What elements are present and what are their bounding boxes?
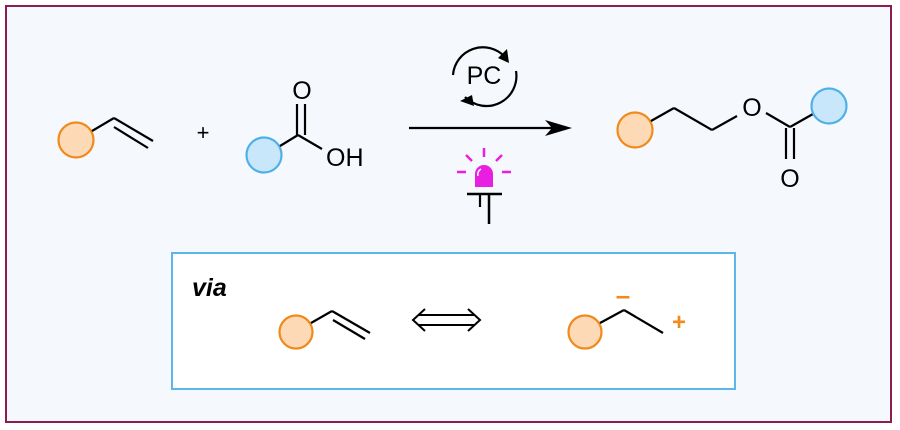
orange-substituent xyxy=(278,314,314,350)
resonance-arrow xyxy=(411,308,482,332)
reactant-carboxylic-acid: O OH xyxy=(245,77,364,174)
blue-substituent xyxy=(245,136,283,174)
double-bond xyxy=(113,126,149,149)
ether-oxygen: O xyxy=(742,94,761,122)
photocatalyst-cycle: PC xyxy=(451,46,518,108)
plus-sign: + xyxy=(197,120,210,145)
arrowhead xyxy=(545,120,572,136)
orange-substituent xyxy=(616,111,654,149)
cycle-arrowhead-top xyxy=(498,49,509,63)
hydroxyl-group: OH xyxy=(326,144,364,172)
bond xyxy=(297,134,323,150)
reactant-alkene xyxy=(57,117,154,159)
bond xyxy=(91,117,115,132)
bond xyxy=(279,134,299,147)
mechanism-inset: via – + xyxy=(171,252,736,390)
led-light-icon xyxy=(457,148,511,224)
carbonyl-oxygen: O xyxy=(780,165,799,193)
carbonyl-oxygen: O xyxy=(292,77,311,105)
blue-substituent xyxy=(810,87,848,125)
orange-substituent xyxy=(567,314,603,350)
negative-charge: – xyxy=(616,280,630,310)
product-ester: O O xyxy=(616,87,848,193)
reaction-arrow xyxy=(409,120,572,136)
cycle-arrowhead-bottom xyxy=(460,95,474,106)
orange-substituent xyxy=(57,121,95,159)
double-bond xyxy=(113,117,154,142)
cycle-arrow-top xyxy=(451,46,506,76)
via-label: via xyxy=(192,274,227,302)
positive-charge: + xyxy=(672,309,686,336)
catalyst-label: PC xyxy=(467,62,502,90)
